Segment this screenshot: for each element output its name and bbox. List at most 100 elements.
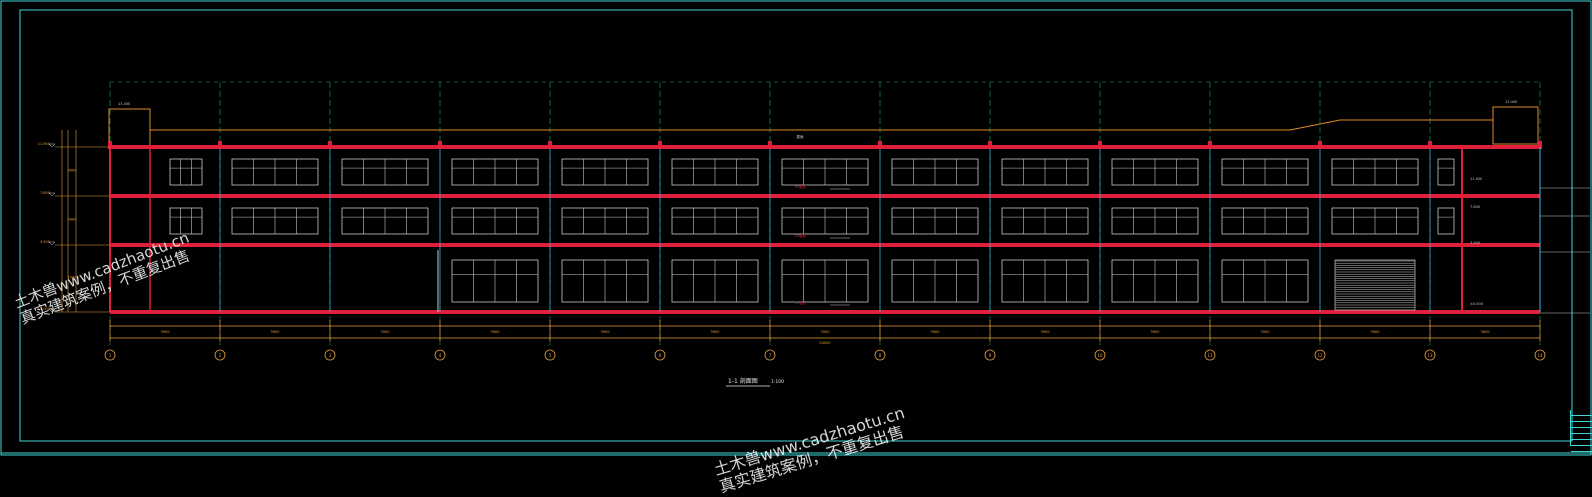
window [1111, 259, 1199, 303]
grid-bubble-label: 7 [769, 353, 772, 358]
bay-dimension-text: 3900 [931, 330, 940, 334]
level-marker-icon [48, 192, 56, 197]
grid-bubble-label: 11 [1207, 353, 1213, 358]
grid-bubble [214, 349, 226, 361]
window [451, 207, 539, 235]
title-block-strip [1570, 410, 1592, 452]
floor-note: 1F地面 [794, 300, 806, 305]
level-label: 3.900 [40, 240, 50, 244]
window [1221, 158, 1309, 186]
window [671, 259, 759, 303]
window [341, 207, 429, 235]
column-head [1538, 141, 1542, 149]
column-head [878, 141, 882, 149]
parapet-level-label: 13.400 [118, 102, 130, 106]
bay-dimension-text: 3900 [161, 330, 170, 334]
window [231, 158, 319, 186]
grid-bubble-label: 8 [879, 353, 882, 358]
grid-bubble [1534, 349, 1546, 361]
window [1221, 207, 1309, 235]
outer-frame [0, 0, 1592, 456]
bay-dimension-text: 3900 [491, 330, 500, 334]
window [891, 207, 979, 235]
window [561, 207, 649, 235]
grid-bubble-label: 3 [329, 353, 332, 358]
window-frame [1437, 207, 1455, 235]
window [451, 259, 539, 303]
window [891, 259, 979, 303]
cad-drawing-canvas[interactable]: 1390023900339004390053900639007390083900… [0, 0, 1592, 466]
grid-bubble [984, 349, 996, 361]
level-marker-icon [48, 308, 56, 313]
column-head [988, 141, 992, 149]
column-head [218, 141, 222, 149]
side-dimension-text: 3900 [68, 169, 77, 173]
level-marker-icon [48, 143, 56, 148]
parapet-level-label: 13.400 [1505, 100, 1517, 104]
column-head [438, 141, 442, 149]
grid-bubble [1314, 349, 1326, 361]
window-frame [169, 158, 203, 186]
grid-bubble [1094, 349, 1106, 361]
grid-bubble-label: 13 [1427, 353, 1433, 358]
bay-dimension-text: 3900 [711, 330, 720, 334]
level-label: 11.900 [38, 142, 50, 146]
column-head [658, 141, 662, 149]
bay-dimension-text: 3900 [271, 330, 280, 334]
grid-bubble [104, 349, 116, 361]
overall-dimension-text: 54000 [819, 341, 830, 345]
roof-note: 屋面 [797, 134, 805, 139]
window [561, 158, 649, 186]
grid-bubble [434, 349, 446, 361]
parapet-right [1492, 106, 1539, 145]
level-label: ±0.000 [37, 307, 50, 311]
floor-slab [110, 310, 1540, 314]
column-head [548, 141, 552, 149]
bay-dimension-text: 3900 [381, 330, 390, 334]
window [451, 158, 539, 186]
column-head [1318, 141, 1322, 149]
window [1111, 207, 1199, 235]
window [231, 207, 319, 235]
bay-dimension-text: 3900 [601, 330, 610, 334]
column-head [1098, 141, 1102, 149]
floor-slab [110, 243, 1540, 247]
side-dimension-text: 3900 [68, 218, 77, 222]
level-label: 7.800 [40, 191, 50, 195]
window-group [169, 158, 1455, 311]
window [561, 259, 649, 303]
grid-bubble [764, 349, 776, 361]
grid-bubble-label: 10 [1097, 353, 1103, 358]
window [1001, 259, 1089, 303]
window-frame [1437, 158, 1455, 186]
grid-bubble-label: 6 [659, 353, 662, 358]
grid-bubble-label: 14 [1537, 353, 1543, 358]
grid-bubble [1424, 349, 1436, 361]
window [1437, 158, 1455, 186]
window [169, 158, 203, 186]
side-dimension-text: 1500 [68, 276, 77, 280]
bay-dimension-text: 3900 [1261, 330, 1270, 334]
right-level-label: 11.900 [1470, 177, 1482, 181]
bay-dimension-text: 3900 [1151, 330, 1160, 334]
window [1001, 207, 1089, 235]
building-elevation [108, 106, 1542, 314]
drawing-title: 1-1 剖面图 [728, 377, 758, 385]
floor-slab [110, 145, 1540, 149]
column-head [768, 141, 772, 149]
window [1221, 259, 1309, 303]
window [1331, 207, 1419, 235]
grid-bubble [544, 349, 556, 361]
column-head [1208, 141, 1212, 149]
right-level-label: 3.900 [1470, 241, 1480, 245]
window [781, 207, 869, 235]
window [1331, 158, 1419, 186]
shutter-frame [1334, 259, 1416, 311]
column-head [108, 141, 112, 149]
bay-dimension-text: 3900 [1371, 330, 1380, 334]
grid-bubble-label: 4 [439, 353, 442, 358]
roller-shutter [1334, 259, 1416, 311]
window-frame [169, 207, 203, 235]
bay-dimension-text: 3900 [821, 330, 830, 334]
window [781, 259, 869, 303]
